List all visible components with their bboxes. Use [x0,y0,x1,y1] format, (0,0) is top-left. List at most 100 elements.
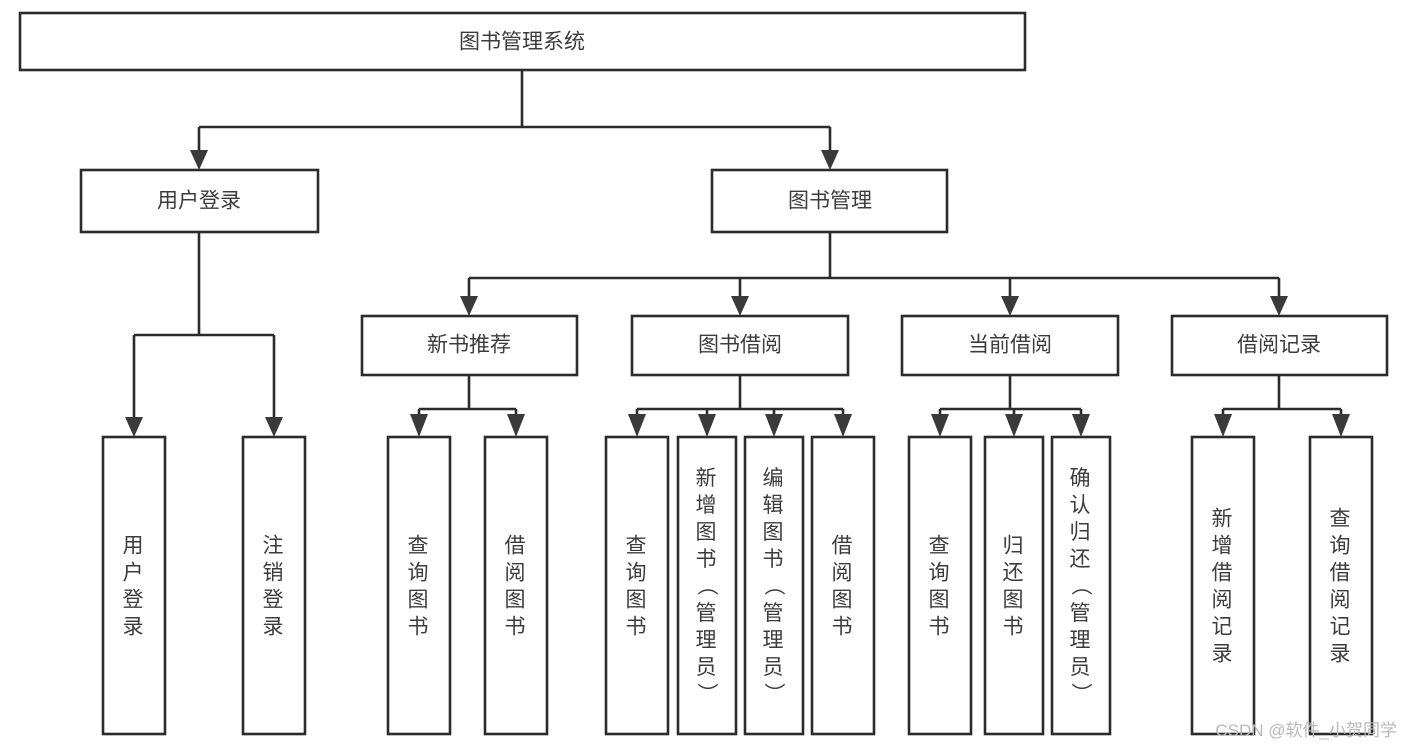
leaf-label-char: 图 [626,589,649,612]
watermark-text: CSDN @软件_小贺同学 [1215,721,1397,740]
leaf-label-char: 图 [929,589,952,612]
leaf-label-char: 记 [1330,616,1353,639]
arrow-head-icon [1001,296,1019,316]
node-leaf-confirm-return[interactable] [1050,435,1112,736]
leaf-label-char: 书 [696,548,719,571]
leaf-label-char: （ [695,575,718,598]
leaf-label-char: 录 [1212,643,1235,666]
leaf-label-char: 销 [263,562,286,585]
node-user-login-box[interactable] [79,168,320,234]
leaf-label-char: 询 [929,562,952,585]
leaf-label-char: 增 [1212,535,1235,558]
node-leaf-add-record-box[interactable] [1190,435,1256,736]
arrow-head-icon [410,414,428,437]
node-root[interactable]: 图书管理系统 [18,11,1027,72]
arrow-head-icon [1072,414,1090,437]
node-leaf-borrow-book-1[interactable] [483,435,549,736]
node-leaf-add-book-box[interactable] [676,435,738,736]
node-leaf-edit-book[interactable] [743,435,805,736]
leaf-label-char: 书 [832,616,855,639]
node-borrow-record[interactable]: 借阅记录 [1170,314,1389,377]
arrow-head-icon [765,414,783,437]
leaf-label-char: 登 [123,589,146,612]
node-leaf-borrow-book-1-box[interactable] [483,435,549,736]
leaf-label-char: ） [695,683,718,706]
node-leaf-query-book-1[interactable] [386,435,452,736]
node-leaf-user-login-box[interactable] [101,435,167,736]
node-current-borrow[interactable]: 当前借阅 [900,314,1120,377]
node-book-borrow[interactable]: 图书借阅 [630,314,850,377]
node-root-box[interactable] [18,11,1027,72]
leaf-label-char: 查 [1330,508,1353,531]
node-new-book-rec[interactable]: 新书推荐 [360,314,579,377]
node-leaf-query-book-3[interactable] [907,435,973,736]
leaf-label-char: 借 [505,535,528,558]
node-book-borrow-box[interactable] [630,314,850,377]
leaf-label-char: 阅 [832,562,855,585]
leaf-label-char: 询 [408,562,431,585]
leaf-label-char: 借 [1330,562,1353,585]
node-leaf-return-book[interactable] [983,435,1045,736]
node-leaf-return-book-box[interactable] [983,435,1045,736]
node-leaf-add-book[interactable] [676,435,738,736]
node-user-login-label: 用户登录 [157,190,241,213]
leaf-label-char: ） [1069,683,1092,706]
leaf-label-char: 新 [1212,508,1235,531]
arrow-head-icon [265,417,283,437]
arrow-head-icon [1270,296,1288,316]
node-leaf-query-book-2[interactable] [604,435,670,736]
node-new-book-rec-box[interactable] [360,314,579,377]
arrow-head-icon [460,296,478,316]
leaf-label-char: 查 [408,535,431,558]
node-current-borrow-box[interactable] [900,314,1120,377]
leaf-label-char: 辑 [763,494,786,517]
leaf-label-char: 阅 [505,562,528,585]
node-leaf-query-book-3-box[interactable] [907,435,973,736]
node-leaf-user-login[interactable] [101,435,167,736]
node-leaf-borrow-book-2-box[interactable] [810,435,876,736]
leaf-label-char: 管 [763,602,786,625]
leaf-label-char: 书 [763,548,786,571]
leaf-label-char: 借 [1212,562,1235,585]
node-leaf-query-record-box[interactable] [1308,435,1374,736]
leaf-label-char: 询 [626,562,649,585]
node-leaf-edit-book-box[interactable] [743,435,805,736]
leaf-label-char: 管 [696,602,719,625]
node-leaf-query-book-1-box[interactable] [386,435,452,736]
node-user-login[interactable]: 用户登录 [79,168,320,234]
node-leaf-query-record[interactable] [1308,435,1374,736]
leaf-label-char: 书 [408,616,431,639]
leaf-label-char: 归 [1003,535,1026,558]
node-borrow-record-box[interactable] [1170,314,1389,377]
arrow-head-icon [507,414,525,437]
leaf-label-char: 用 [123,535,146,558]
node-leaf-user-logout[interactable] [241,435,307,736]
leaf-label-char: 录 [1330,643,1353,666]
node-book-manage[interactable]: 图书管理 [710,168,949,234]
arrow-head-icon [1214,414,1232,437]
node-leaf-user-logout-box[interactable] [241,435,307,736]
leaf-label-char: 编 [763,467,786,490]
leaf-label-char: 图 [832,589,855,612]
leaf-label-char: 注 [263,535,286,558]
arrow-head-icon [931,414,949,437]
node-borrow-record-label: 借阅记录 [1237,334,1321,357]
node-leaf-query-book-2-box[interactable] [604,435,670,736]
leaf-label-layer: 用户登录注销登录查询图书借阅图书查询图书新增图书（管理员）编辑图书（管理员）借阅… [123,467,1353,706]
edge-layer [125,70,1350,437]
node-leaf-confirm-return-box[interactable] [1050,435,1112,736]
node-book-borrow-label: 图书借阅 [698,334,782,357]
leaf-label-char: 增 [696,494,719,517]
leaf-label-char: 理 [1070,629,1093,652]
arrow-head-icon [628,414,646,437]
node-leaf-borrow-book-2[interactable] [810,435,876,736]
leaf-label-char: 户 [123,562,146,585]
node-leaf-add-record[interactable] [1190,435,1256,736]
node-book-manage-box[interactable] [710,168,949,234]
